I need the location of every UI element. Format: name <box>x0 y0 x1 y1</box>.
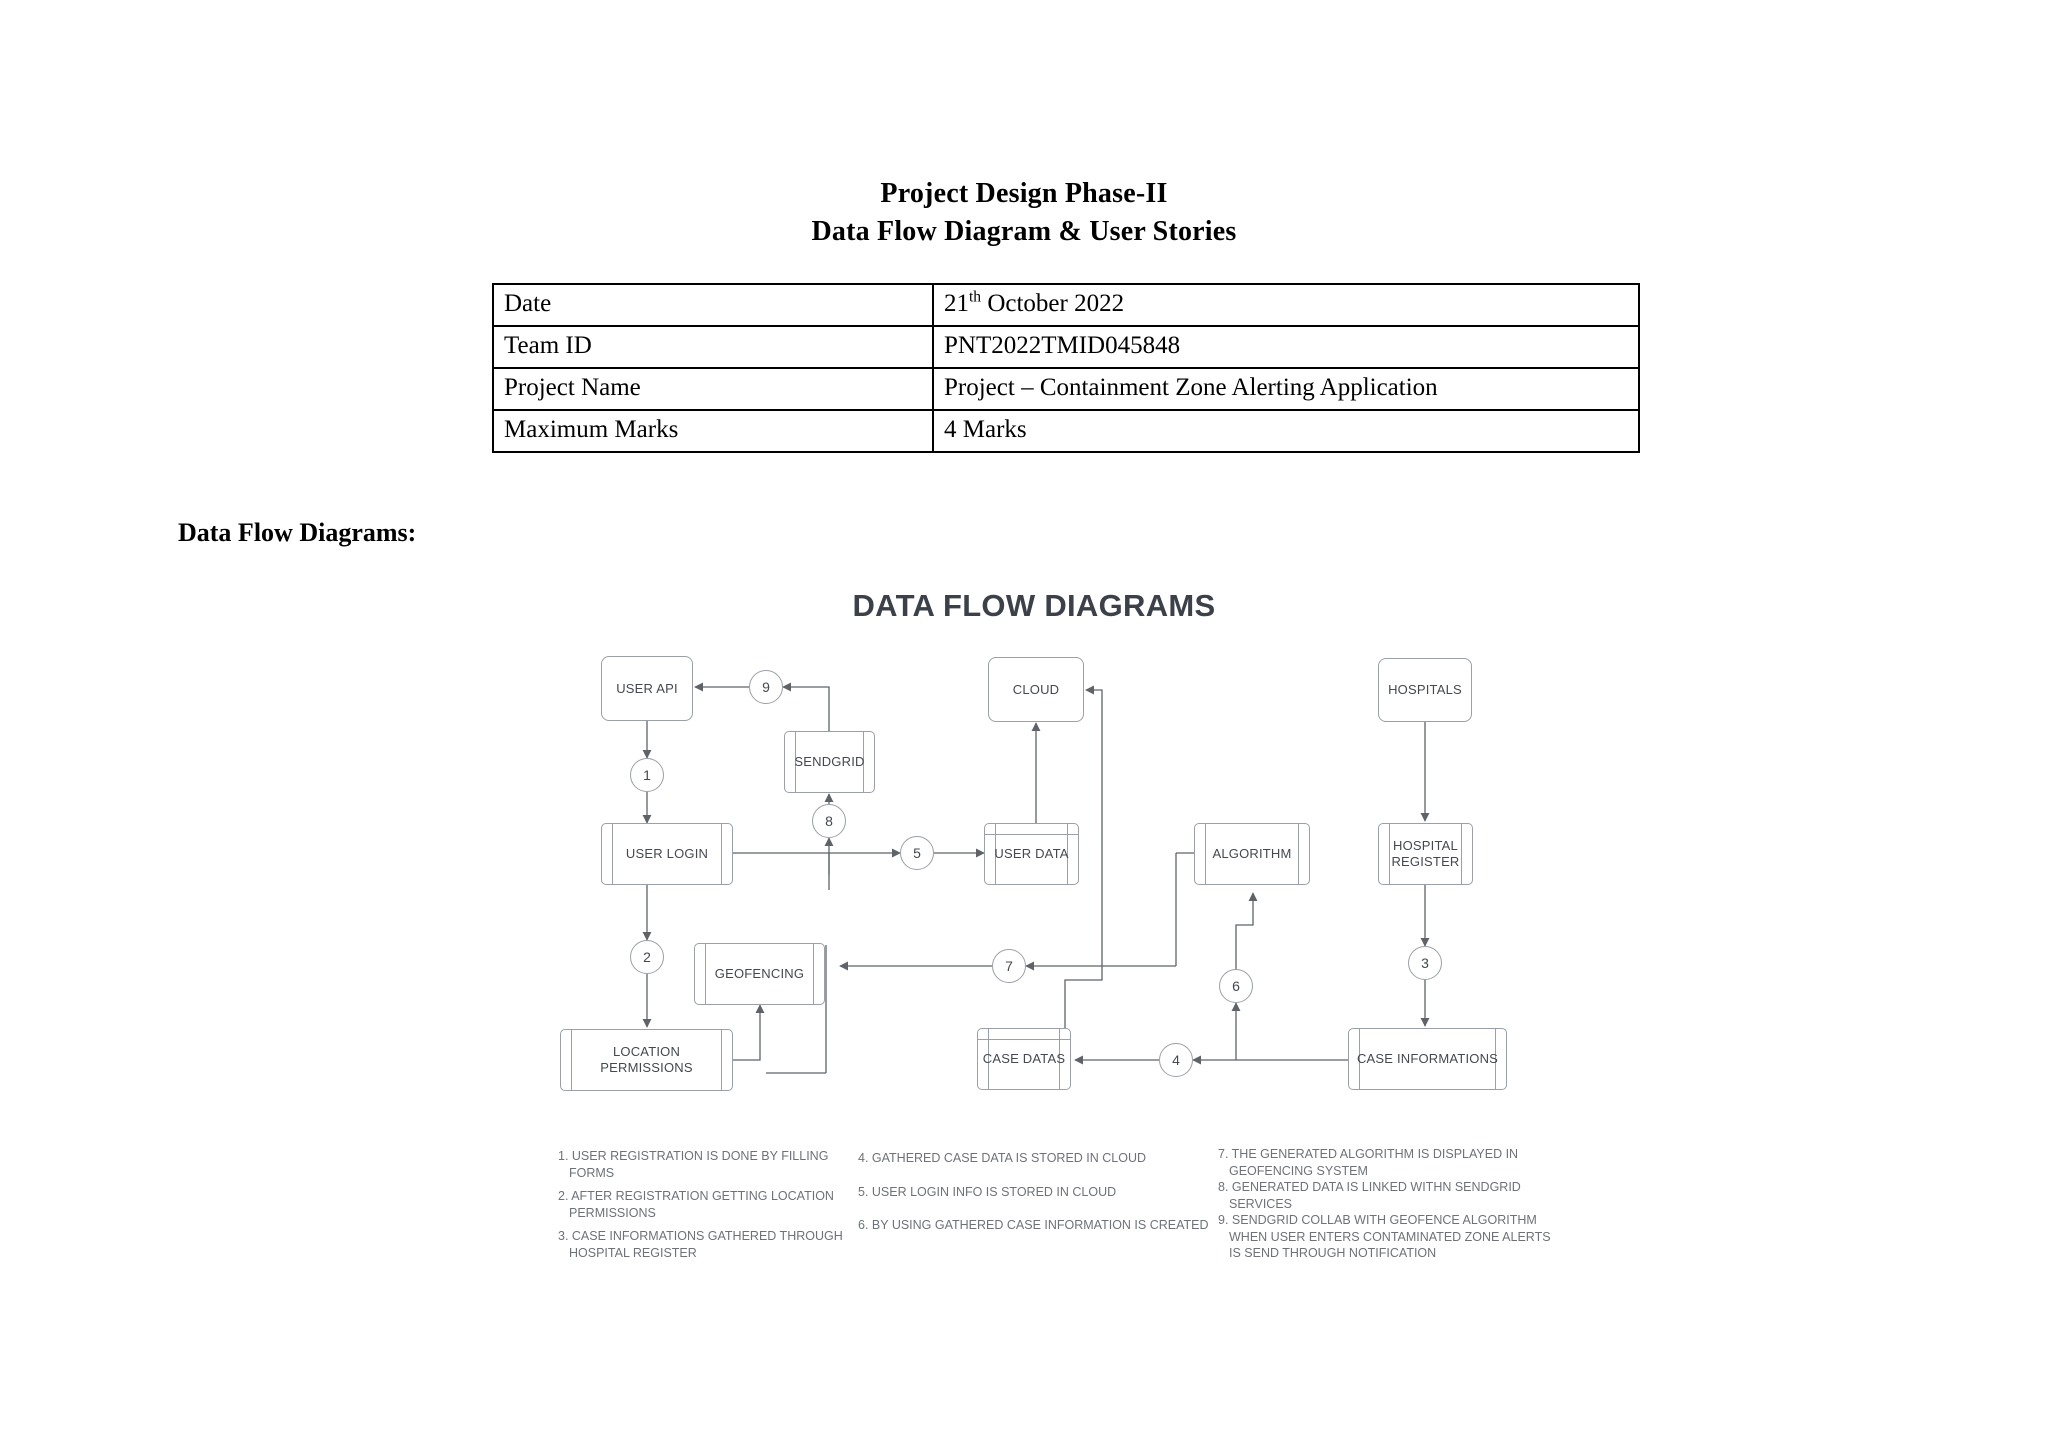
node-label: CASE INFORMATIONS <box>1356 1051 1499 1067</box>
legend-column-3: 7. THE GENERATED ALGORITHM IS DISPLAYED … <box>1218 1146 1558 1262</box>
document-title-line-2: Data Flow Diagram & User Stories <box>811 216 1237 247</box>
flow-marker-number: 1 <box>643 767 651 783</box>
node-label: USER API <box>616 680 678 696</box>
flow-marker-8[interactable]: 8 <box>812 804 846 838</box>
flow-marker-6[interactable]: 6 <box>1219 969 1253 1003</box>
table-cell-label-maximum-marks: Maximum Marks <box>492 409 934 453</box>
node-label: SENDGRID <box>794 754 865 770</box>
flow-marker-2[interactable]: 2 <box>630 940 664 974</box>
flow-marker-9[interactable]: 9 <box>749 670 783 704</box>
project-info-table: Date 21th October 2022 Team ID PNT2022TM… <box>492 283 1640 453</box>
node-label: USER LOGIN <box>625 846 709 862</box>
node-case-informations[interactable]: CASE INFORMATIONS <box>1348 1028 1507 1090</box>
legend-item: 9. SENDGRID COLLAB WITH GEOFENCE ALGORIT… <box>1218 1213 1551 1260</box>
node-label: LOCATION PERMISSIONS <box>600 1044 693 1075</box>
legend-item: 5. USER LOGIN INFO IS STORED IN CLOUD <box>858 1184 1117 1199</box>
legend-item: 7. THE GENERATED ALGORITHM IS DISPLAYED … <box>1218 1147 1519 1178</box>
flow-marker-4[interactable]: 4 <box>1159 1043 1193 1077</box>
node-rail <box>985 834 1078 835</box>
node-algorithm[interactable]: ALGORITHM <box>1194 823 1310 885</box>
table-cell-label-date: Date <box>492 283 934 327</box>
node-label: ALGORITHM <box>1212 846 1292 862</box>
flow-marker-7[interactable]: 7 <box>992 949 1026 983</box>
table-cell-value-date: 21th October 2022 <box>932 283 1640 327</box>
flow-marker-number: 8 <box>825 813 833 829</box>
table-cell-value-project-name: Project – Containment Zone Alerting Appl… <box>932 367 1640 411</box>
node-hospital-register[interactable]: HOSPITAL REGISTER <box>1378 823 1473 885</box>
legend-item: 3. CASE INFORMATIONS GATHERED THROUGH HO… <box>558 1229 843 1260</box>
node-label: CLOUD <box>1012 681 1060 697</box>
flow-marker-number: 7 <box>1005 958 1013 974</box>
table-row: Project Name Project – Containment Zone … <box>492 367 1640 411</box>
flow-marker-number: 5 <box>913 845 921 861</box>
node-label: HOSPITAL REGISTER <box>1391 838 1460 869</box>
node-label: USER DATA <box>994 846 1069 862</box>
legend-item: 1. USER REGISTRATION IS DONE BY FILLING … <box>558 1149 829 1180</box>
table-row: Maximum Marks 4 Marks <box>492 409 1640 453</box>
document-title-line-1: Project Design Phase-II <box>880 178 1168 209</box>
flow-marker-number: 4 <box>1172 1052 1180 1068</box>
date-month-year: October 2022 <box>981 290 1125 317</box>
flow-marker-number: 2 <box>643 949 651 965</box>
flow-marker-3[interactable]: 3 <box>1408 946 1442 980</box>
node-hospitals[interactable]: HOSPITALS <box>1378 658 1472 722</box>
node-location-permissions[interactable]: LOCATION PERMISSIONS <box>560 1029 733 1091</box>
table-cell-value-maximum-marks: 4 Marks <box>932 409 1640 453</box>
date-day: 21 <box>944 290 969 317</box>
table-cell-label-team-id: Team ID <box>492 325 934 369</box>
table-cell-label-project-name: Project Name <box>492 367 934 411</box>
legend-item: 6. BY USING GATHERED CASE INFORMATION IS… <box>858 1218 1209 1232</box>
node-cloud[interactable]: CLOUD <box>988 657 1084 722</box>
legend-column-1: 1. USER REGISTRATION IS DONE BY FILLING … <box>558 1148 850 1268</box>
legend-item: 8. GENERATED DATA IS LINKED WITHN SENDGR… <box>1218 1180 1521 1211</box>
section-heading-data-flow-diagrams: Data Flow Diagrams: <box>178 518 417 547</box>
flow-marker-1[interactable]: 1 <box>630 758 664 792</box>
legend-item: 4. GATHERED CASE DATA IS STORED IN CLOUD <box>858 1151 1147 1165</box>
node-user-login[interactable]: USER LOGIN <box>601 823 733 885</box>
node-user-data[interactable]: USER DATA <box>984 823 1079 885</box>
node-sendgrid[interactable]: SENDGRID <box>784 731 875 793</box>
legend-column-2: 4. GATHERED CASE DATA IS STORED IN CLOUD… <box>858 1150 1218 1251</box>
node-label: HOSPITALS <box>1388 682 1462 698</box>
table-row: Team ID PNT2022TMID045848 <box>492 325 1640 369</box>
diagram-title: DATA FLOW DIAGRAMS <box>852 588 1216 623</box>
table-row: Date 21th October 2022 <box>492 283 1640 327</box>
legend-item: 2. AFTER REGISTRATION GETTING LOCATION P… <box>558 1189 834 1220</box>
node-label: CASE DATAS <box>982 1051 1066 1067</box>
table-cell-value-team-id: PNT2022TMID045848 <box>932 325 1640 369</box>
node-label: GEOFENCING <box>714 966 805 982</box>
flow-marker-number: 3 <box>1421 955 1429 971</box>
date-ordinal-suffix: th <box>969 288 982 306</box>
flow-marker-number: 9 <box>762 679 770 695</box>
node-rail <box>978 1039 1070 1040</box>
flow-marker-5[interactable]: 5 <box>900 836 934 870</box>
node-geofencing[interactable]: GEOFENCING <box>694 943 825 1005</box>
flow-marker-number: 6 <box>1232 978 1240 994</box>
node-user-api[interactable]: USER API <box>601 656 693 721</box>
node-case-datas[interactable]: CASE DATAS <box>977 1028 1071 1090</box>
